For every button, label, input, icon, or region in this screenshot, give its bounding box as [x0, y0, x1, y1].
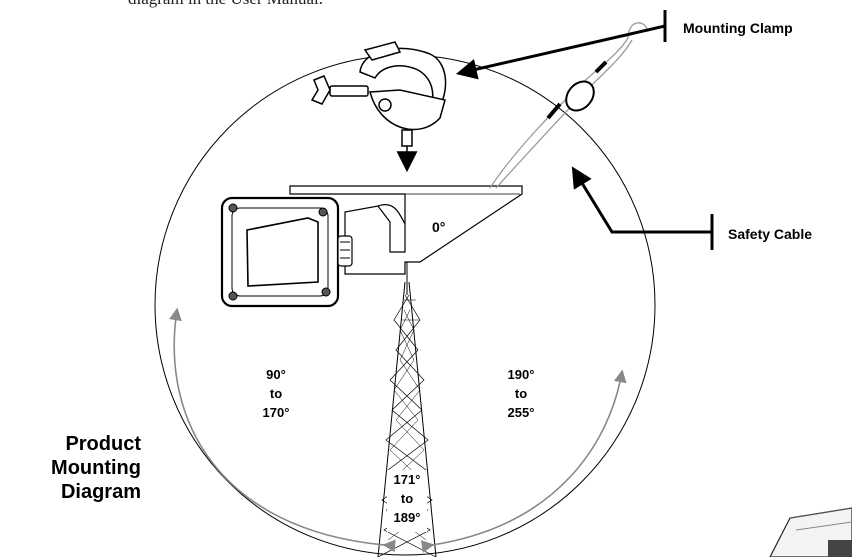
mounting-clamp-callout: Mounting Clamp [455, 10, 793, 80]
right-range-label: 190° to 255° [508, 367, 535, 420]
safety-cable-callout: Safety Cable [571, 166, 812, 250]
left-range-label: 90° to 170° [263, 367, 290, 420]
top-text: diagram in the User Manual. [128, 0, 323, 8]
svg-text:189°: 189° [394, 510, 421, 525]
svg-text:190°: 190° [508, 367, 535, 382]
right-range-arc [420, 369, 627, 553]
svg-text:to: to [401, 491, 413, 506]
svg-text:90°: 90° [266, 367, 286, 382]
svg-text:Diagram: Diagram [61, 481, 141, 503]
svg-text:171°: 171° [394, 472, 421, 487]
diagram-caption: Product Mounting Diagram [51, 433, 141, 503]
fixture-corner-thumbnail [769, 507, 852, 557]
svg-text:Mounting: Mounting [51, 457, 141, 479]
safety-cable-label: Safety Cable [728, 226, 812, 242]
safety-cable-hardware [546, 60, 608, 120]
svg-text:to: to [270, 386, 282, 401]
bottom-range-label: 171° to 189° [387, 470, 427, 532]
svg-text:Product: Product [65, 433, 141, 455]
mounting-clamp [310, 41, 447, 153]
mounting-clamp-label: Mounting Clamp [683, 20, 793, 36]
svg-text:255°: 255° [508, 405, 535, 420]
svg-text:170°: 170° [263, 405, 290, 420]
fixture-head [220, 196, 353, 308]
zero-degree-label: 0° [432, 219, 445, 235]
angle-arcs [169, 307, 627, 553]
svg-text:to: to [515, 386, 527, 401]
left-range-arc [169, 307, 396, 553]
